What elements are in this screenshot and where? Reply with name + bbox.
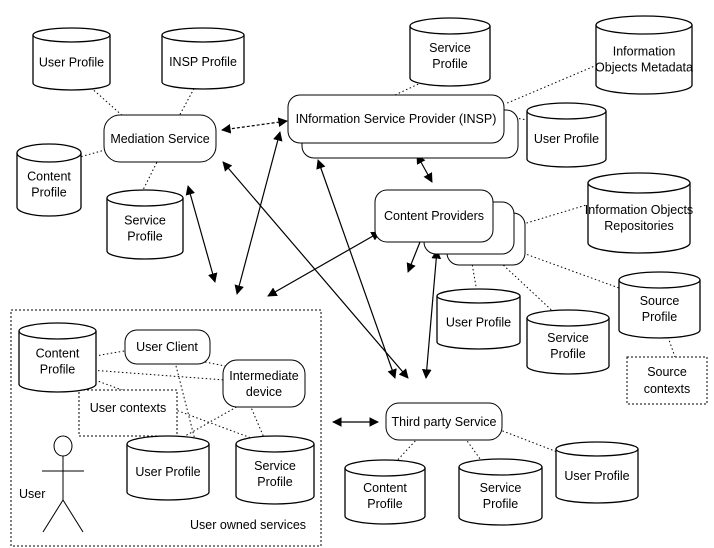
user-owned-services-region: User owned services: [10, 309, 322, 547]
db-info-objects-repositories-label: Repositories: [604, 219, 673, 233]
db-service-profile-mediation-label: Profile: [127, 230, 162, 244]
db-source-profile-label: Profile: [642, 310, 677, 324]
db-service-profile-insp-label: Service: [429, 41, 471, 55]
db-content-profile-left-label: Profile: [31, 186, 66, 200]
db-service-profile-user-label: Profile: [257, 475, 292, 489]
source-contexts-line1: Source: [647, 365, 687, 379]
db-insp-profile: INSP Profile: [161, 27, 245, 90]
db-content-profile-tp-label: Content: [363, 481, 407, 495]
intermediate-device-label-line1: Intermediate: [229, 369, 299, 383]
db-service-profile-tp-label: Service: [480, 481, 522, 495]
content-providers-label: Content Providers: [384, 209, 484, 223]
db-service-profile-insp-label: Profile: [432, 57, 467, 71]
db-service-profile-mediation-label: Service: [124, 214, 166, 228]
db-service-profile-cp-label: Profile: [550, 347, 585, 361]
db-user-profile-cp-label: User Profile: [446, 316, 511, 330]
db-source-profile-label: Source: [640, 294, 680, 308]
db-info-objects-repositories-label: Information Objects: [585, 203, 693, 217]
third-party-service-label: Third party Service: [392, 415, 497, 429]
source-contexts-box: Source contexts: [626, 356, 708, 405]
user-actor-icon: [42, 435, 84, 533]
relationship-arrows: [185, 117, 442, 427]
db-user-profile-user: User Profile: [126, 435, 210, 501]
user-label: User: [19, 487, 45, 501]
insp-node: INformation Service Provider (INSP): [287, 94, 519, 159]
user-owned-services-label: User owned services: [190, 518, 306, 532]
db-insp-profile-label: INSP Profile: [169, 55, 237, 69]
intermediate-device-node: Intermediate device: [222, 359, 306, 408]
source-contexts-line2: contexts: [644, 382, 691, 396]
db-user-profile-tp: User Profile: [555, 441, 639, 504]
db-user-profile-user-label: User Profile: [135, 465, 200, 479]
db-user-profile-insp: User Profile: [526, 102, 607, 168]
db-service-profile-tp-label: Profile: [483, 497, 518, 511]
user-client-label: User Client: [136, 340, 198, 354]
db-content-profile-user-label: Content: [36, 347, 80, 361]
content-providers-node: Content Providers: [374, 189, 526, 266]
db-user-profile-top: User Profile: [32, 27, 111, 91]
mediation-service-label: Mediation Service: [110, 132, 209, 146]
mediation-service-node: Mediation Service: [103, 114, 217, 163]
user-contexts-label: User contexts: [90, 401, 166, 415]
db-info-objects-metadata-label: Objects Metadata: [595, 61, 693, 75]
db-user-profile-insp-label: User Profile: [534, 132, 599, 146]
db-service-profile-user-label: Service: [254, 459, 296, 473]
third-party-service-node: Third party Service: [385, 402, 503, 441]
db-content-profile-tp-label: Profile: [367, 497, 402, 511]
user-contexts-box: User contexts: [78, 389, 178, 437]
db-content-profile-left-label: Content: [27, 170, 71, 184]
db-info-objects-metadata-label: Information: [613, 45, 676, 59]
db-user-profile-tp-label: User Profile: [564, 469, 629, 483]
db-user-profile-top-label: User Profile: [39, 56, 104, 70]
user-client-node: User Client: [124, 329, 211, 365]
insp-label: INformation Service Provider (INSP): [296, 112, 497, 126]
db-user-profile-cp: User Profile: [436, 288, 521, 350]
db-service-profile-cp-label: Service: [547, 331, 589, 345]
db-content-profile-user-label: Profile: [40, 363, 75, 377]
intermediate-device-label-line2: device: [246, 385, 282, 399]
